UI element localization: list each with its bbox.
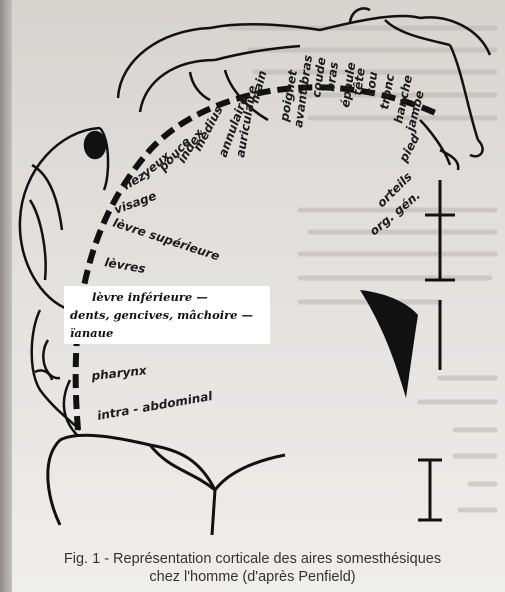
black-wedge-shape bbox=[360, 290, 418, 398]
label-cou: cou bbox=[363, 70, 380, 96]
caption-line-2: chez l'homme (d'après Penfield) bbox=[0, 568, 505, 586]
overlay-line-levre-inferieure: lèvre inférieure — bbox=[92, 290, 208, 304]
label-pharynx: pharynx bbox=[90, 363, 149, 383]
abdominal-organ-drawing bbox=[48, 435, 285, 535]
vertical-axis-lines bbox=[418, 180, 455, 520]
homunculus-face-drawing bbox=[20, 128, 108, 430]
overlay-label-box: lèvre inférieure — dents, gencives, mâch… bbox=[64, 286, 270, 344]
label-pied: pied bbox=[396, 131, 423, 165]
overlay-line-dents: dents, gencives, mâchoire — bbox=[70, 308, 253, 322]
label-levres: lèvres bbox=[103, 255, 146, 276]
label-levre-superieure: lèvre supérieure bbox=[111, 216, 221, 264]
label-bras: bras bbox=[323, 61, 341, 92]
overlay-line-langue: ïanaue bbox=[70, 326, 113, 340]
caption-line-1: Fig. 1 - Représentation corticale des ai… bbox=[0, 550, 505, 568]
label-intra-abdominal: intra - abdominal bbox=[96, 389, 214, 423]
figure-caption: Fig. 1 - Représentation corticale des ai… bbox=[0, 550, 505, 586]
